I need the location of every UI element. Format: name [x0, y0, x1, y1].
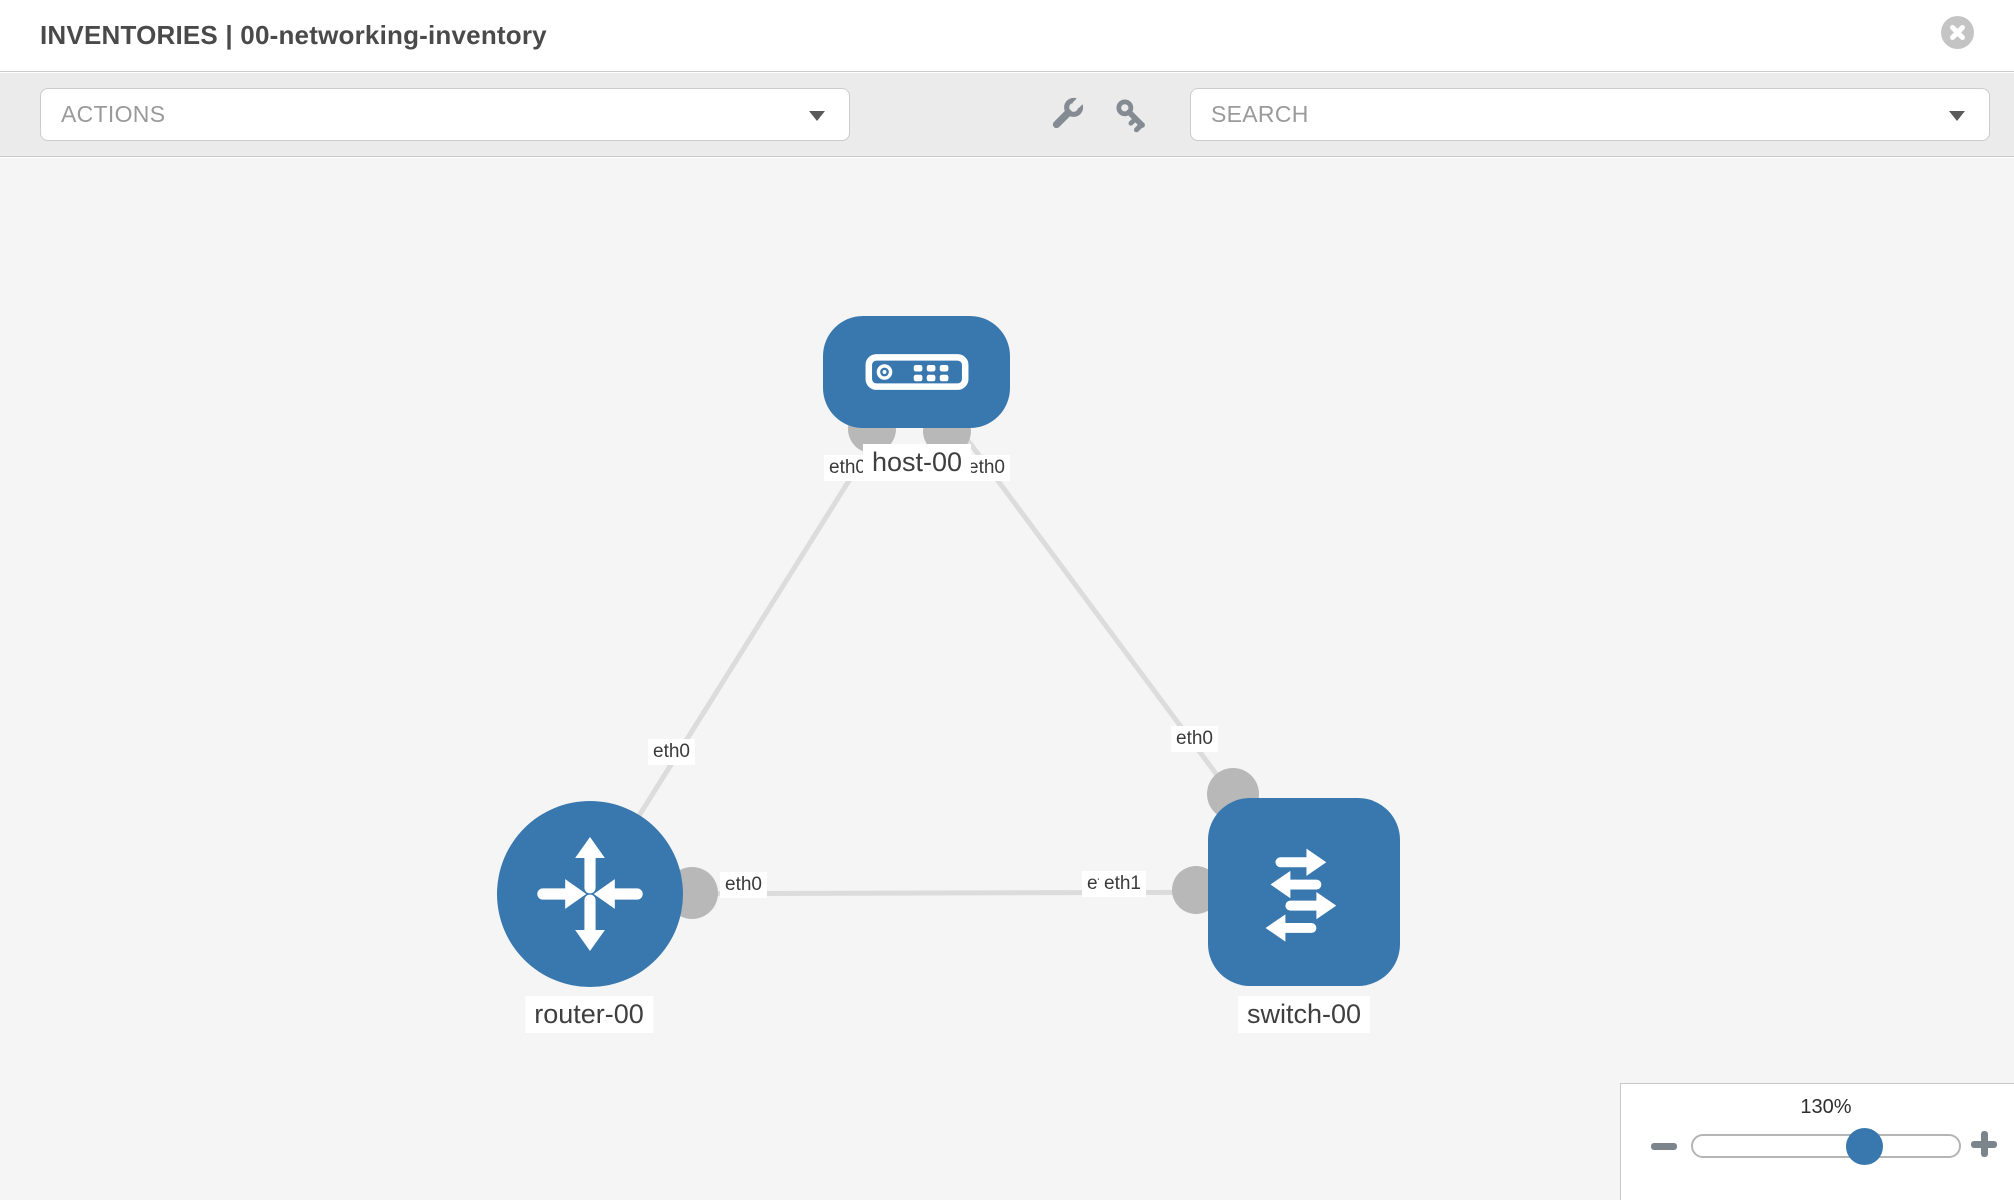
port-label-eth0: eth0: [720, 872, 767, 898]
search-dropdown[interactable]: SEARCH: [1190, 88, 1990, 141]
topology-canvas[interactable]: eth0 eth0 eth0 eth0 eth0 eth0 eth1 host-…: [0, 158, 2014, 1200]
zoom-in-button[interactable]: [1971, 1131, 1997, 1157]
zoom-panel: 130%: [1620, 1083, 2014, 1200]
actions-dropdown-label: ACTIONS: [61, 101, 166, 127]
page-title: INVENTORIES | 00-networking-inventory: [40, 20, 547, 50]
port-label-eth0: eth0: [1171, 726, 1218, 752]
window-header: INVENTORIES | 00-networking-inventory: [0, 0, 2014, 72]
node-router-00[interactable]: [497, 801, 683, 987]
zoom-slider-track[interactable]: [1691, 1134, 1961, 1158]
node-label-router-00: router-00: [525, 996, 653, 1034]
wrench-icon: [1052, 96, 1085, 129]
zoom-out-button[interactable]: [1651, 1134, 1677, 1158]
search-placeholder: SEARCH: [1211, 101, 1309, 127]
actions-dropdown[interactable]: ACTIONS: [40, 88, 850, 141]
chevron-down-icon: [1949, 111, 1965, 121]
close-button[interactable]: [1941, 16, 1974, 49]
port-label-eth0: eth0: [648, 739, 695, 765]
port-label-eth1: eth1: [1099, 871, 1146, 897]
toolbar: ACTIONS SEARCH: [0, 73, 2014, 157]
node-label-host-00: host-00: [862, 444, 972, 482]
minus-icon: [1651, 1143, 1677, 1150]
host-icon: [865, 354, 968, 390]
node-switch-00[interactable]: [1208, 798, 1400, 986]
router-icon: [537, 836, 643, 952]
node-host-00[interactable]: [823, 316, 1010, 428]
chevron-down-icon: [809, 111, 825, 121]
zoom-slider-thumb[interactable]: [1846, 1128, 1883, 1165]
key-icon: [1116, 99, 1145, 133]
zoom-level-value: 130%: [1800, 1096, 1852, 1118]
links-layer: [587, 370, 1307, 919]
credentials-button[interactable]: [1112, 95, 1152, 135]
configure-button[interactable]: [1046, 95, 1086, 135]
node-label-switch-00: switch-00: [1237, 996, 1371, 1034]
switch-icon: [1265, 848, 1337, 942]
